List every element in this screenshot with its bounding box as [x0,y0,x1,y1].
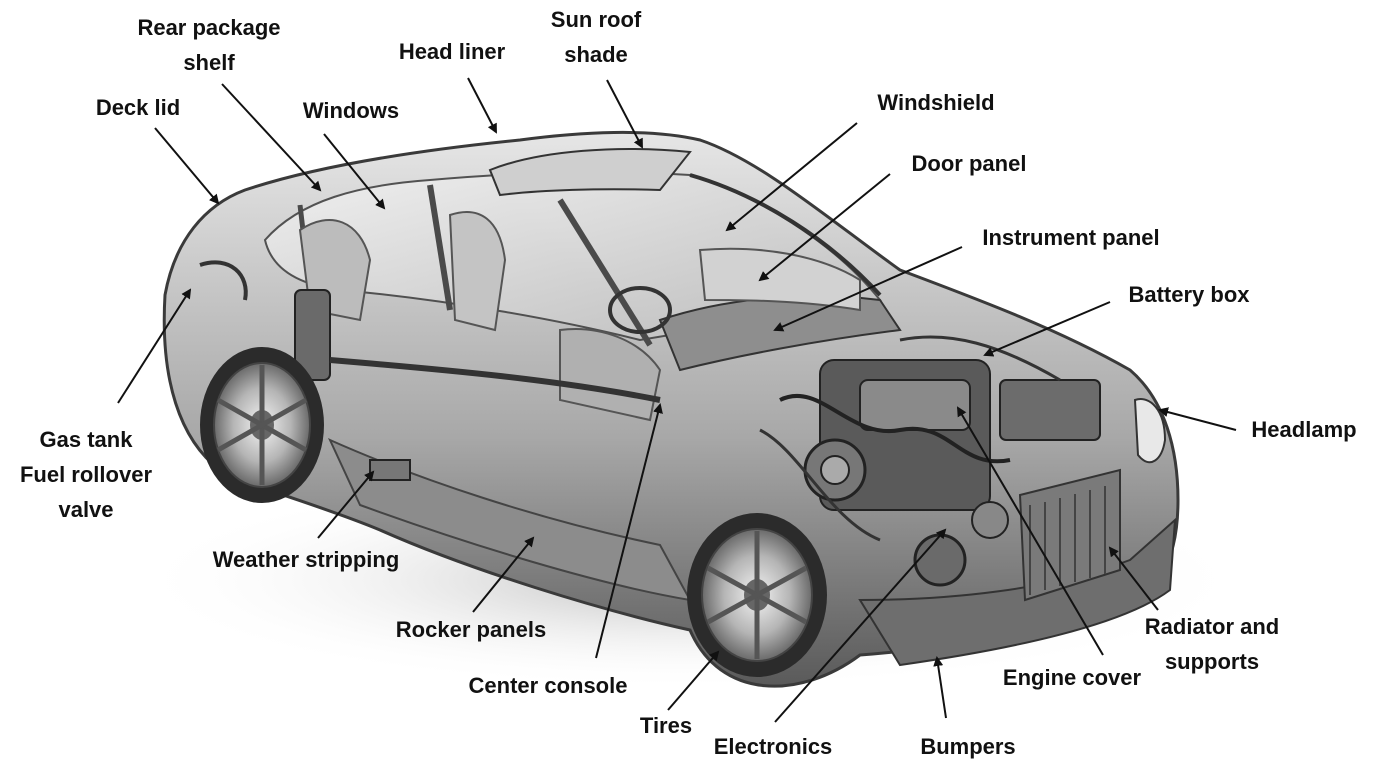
label-line: Windows [286,93,416,128]
label-line: shelf [118,45,300,80]
label-bumpers: Bumpers [904,729,1032,764]
label-head-liner: Head liner [384,34,520,69]
label-line: Head liner [384,34,520,69]
label-line: Deck lid [82,90,194,125]
leader-head-liner [468,78,496,132]
label-line: Rear package [118,10,300,45]
label-line: Tires [626,708,706,743]
label-line: Door panel [893,146,1045,181]
leader-headlamp [1160,410,1236,430]
label-line: valve [0,492,172,527]
label-battery-box: Battery box [1108,277,1270,312]
label-center-console: Center console [448,668,648,703]
label-windows: Windows [286,93,416,128]
label-rocker-panels: Rocker panels [378,612,564,647]
label-line: supports [1124,644,1300,679]
label-line: Electronics [698,729,848,764]
rear-wheel [200,347,324,503]
label-line: Battery box [1108,277,1270,312]
label-line: Radiator and [1124,609,1300,644]
front-wheel [687,513,827,677]
label-line: Headlamp [1234,412,1374,447]
label-deck-lid: Deck lid [82,90,194,125]
label-line: Rocker panels [378,612,564,647]
label-weather-stripping: Weather stripping [186,542,426,577]
label-line: Fuel rollover [0,457,172,492]
leader-deck-lid [155,128,218,203]
label-electronics: Electronics [698,729,848,764]
label-line: Windshield [856,85,1016,120]
label-instrument-panel: Instrument panel [955,220,1187,255]
label-line: Sun roof [536,2,656,37]
label-door-panel: Door panel [893,146,1045,181]
label-line: Gas tank [0,422,172,457]
label-line: Weather stripping [186,542,426,577]
label-line: Instrument panel [955,220,1187,255]
label-windshield: Windshield [856,85,1016,120]
label-headlamp: Headlamp [1234,412,1374,447]
label-line: Bumpers [904,729,1032,764]
label-tires: Tires [626,708,706,743]
label-line: Center console [448,668,648,703]
label-line: shade [536,37,656,72]
